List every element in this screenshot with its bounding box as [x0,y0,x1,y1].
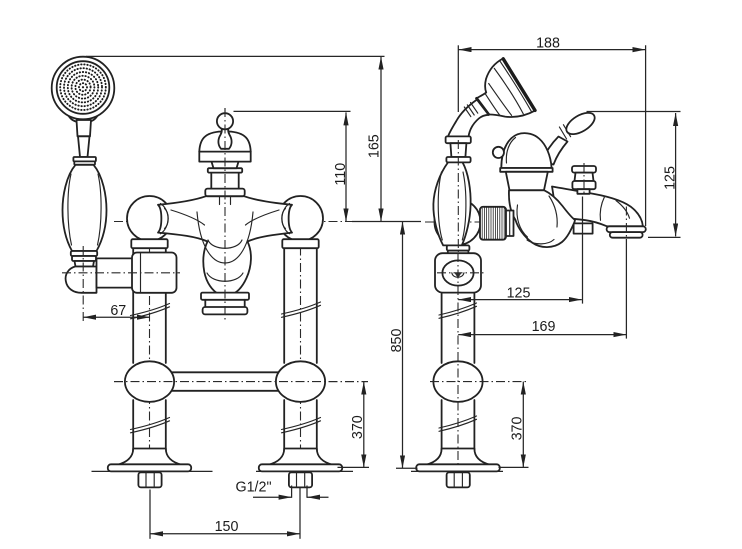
svg-text:125: 125 [662,166,678,190]
svg-text:370: 370 [510,417,526,441]
svg-text:150: 150 [215,519,239,535]
svg-text:67: 67 [110,303,126,319]
svg-text:188: 188 [536,36,560,52]
svg-text:169: 169 [532,319,556,335]
svg-text:110: 110 [333,163,349,186]
svg-text:850: 850 [389,329,405,353]
svg-text:125: 125 [507,285,531,301]
svg-text:370: 370 [350,415,366,439]
svg-text:165: 165 [366,134,382,158]
svg-text:G1/2": G1/2" [235,480,271,496]
